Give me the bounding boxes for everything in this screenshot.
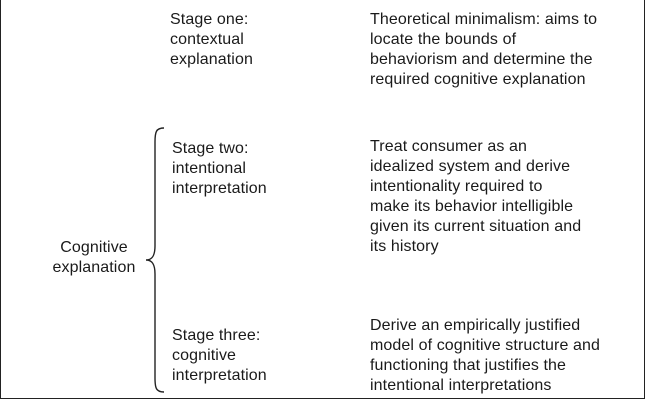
stage-one-label: Stage one: contextual explanation bbox=[170, 11, 253, 68]
stage-three-label: Stage three: cognitive interpretation bbox=[172, 327, 267, 384]
stage-one-description: Theoretical minimalism: aims to locate t… bbox=[370, 11, 598, 88]
stage-two-label: Stage two: intentional interpretation bbox=[172, 140, 267, 197]
stage-two-description: Treat consumer as an idealized system an… bbox=[370, 138, 582, 255]
cognitive-explanation-label: Cognitive explanation bbox=[52, 239, 136, 276]
stage-three-description: Derive an empirically justified model of… bbox=[370, 317, 600, 394]
curly-brace-icon bbox=[145, 127, 165, 393]
